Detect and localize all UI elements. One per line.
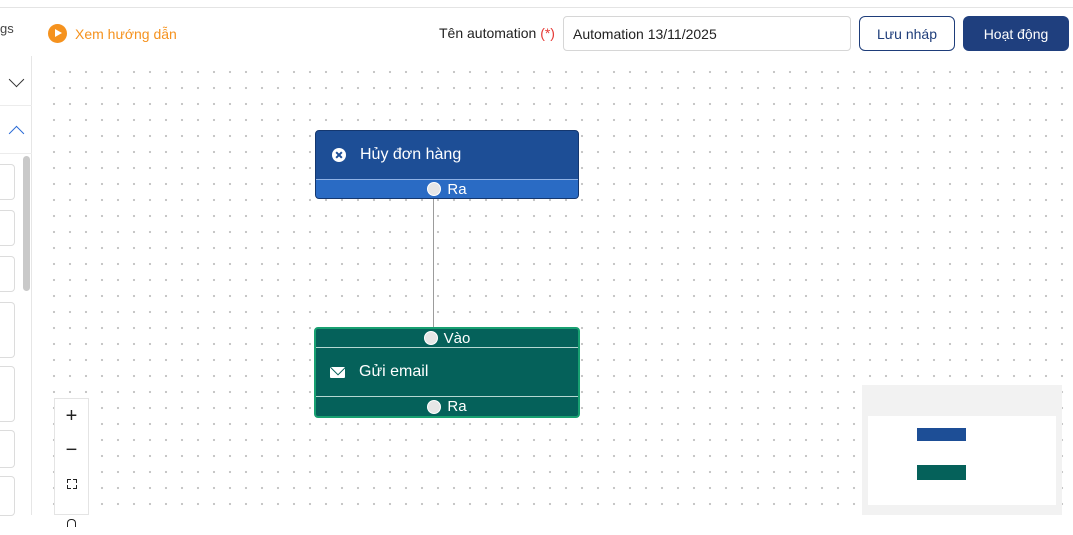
collapse-toggle[interactable] — [0, 60, 32, 106]
output-handle[interactable] — [427, 399, 442, 414]
activate-button[interactable]: Hoạt động — [963, 16, 1069, 51]
node-body: Hủy đơn hàng — [316, 131, 578, 179]
node-output: Ra — [316, 397, 578, 416]
automation-name-label-text: Tên automation — [439, 25, 537, 41]
expand-toggle[interactable] — [0, 108, 32, 154]
sidebar-card[interactable] — [0, 210, 15, 246]
sidebar-card[interactable] — [0, 366, 15, 422]
lock-icon — [67, 519, 76, 527]
guide-label: Xem hướng dẫn — [75, 25, 177, 42]
sidebar-card[interactable] — [0, 430, 15, 468]
node-cancel-order[interactable]: Hủy đơn hàng Ra — [315, 130, 579, 199]
play-icon — [48, 24, 67, 43]
node-output: Ra — [316, 179, 578, 198]
left-sidebar — [0, 56, 32, 516]
canvas-controls: + − — [54, 398, 89, 527]
node-title: Gửi email — [359, 363, 429, 380]
node-body: Gửi email — [316, 348, 578, 397]
chevron-up-icon — [8, 125, 24, 142]
fit-view-button[interactable] — [55, 467, 88, 501]
output-handle[interactable] — [427, 182, 442, 196]
node-title: Hủy đơn hàng — [360, 146, 462, 163]
zoom-out-button[interactable]: − — [65, 438, 78, 461]
input-handle[interactable] — [423, 331, 438, 345]
sidebar-card[interactable] — [0, 256, 15, 292]
chevron-down-icon — [8, 71, 24, 88]
zoom-in-button[interactable]: + — [65, 404, 78, 427]
lock-button[interactable] — [55, 501, 88, 535]
node-send-email[interactable]: Vào Gửi email Ra — [314, 327, 580, 418]
output-label: Ra — [447, 398, 467, 415]
connection-edge[interactable] — [433, 196, 434, 330]
automation-name-input[interactable] — [563, 16, 851, 51]
cancel-circle-icon — [332, 148, 346, 162]
top-border — [0, 0, 1073, 8]
fit-view-icon — [66, 479, 77, 489]
guide-link[interactable]: Xem hướng dẫn — [48, 24, 177, 43]
minimap-node-cancel — [917, 428, 966, 441]
minimap[interactable] — [862, 385, 1062, 515]
sidebar-card[interactable] — [0, 302, 15, 358]
sidebar-scrollbar[interactable] — [23, 156, 30, 291]
automation-name-label: Tên automation (*) — [439, 25, 555, 41]
output-label: Ra — [447, 180, 467, 198]
save-draft-button[interactable]: Lưu nháp — [859, 16, 955, 51]
sidebar-card[interactable] — [0, 164, 15, 200]
sidebar-card[interactable] — [0, 476, 15, 516]
input-label: Vào — [443, 329, 471, 347]
minimap-node-email — [917, 465, 966, 480]
required-mark: (*) — [540, 25, 555, 41]
envelope-icon — [330, 366, 345, 378]
left-tab-label[interactable]: gs — [0, 21, 14, 36]
node-input: Vào — [316, 329, 578, 348]
